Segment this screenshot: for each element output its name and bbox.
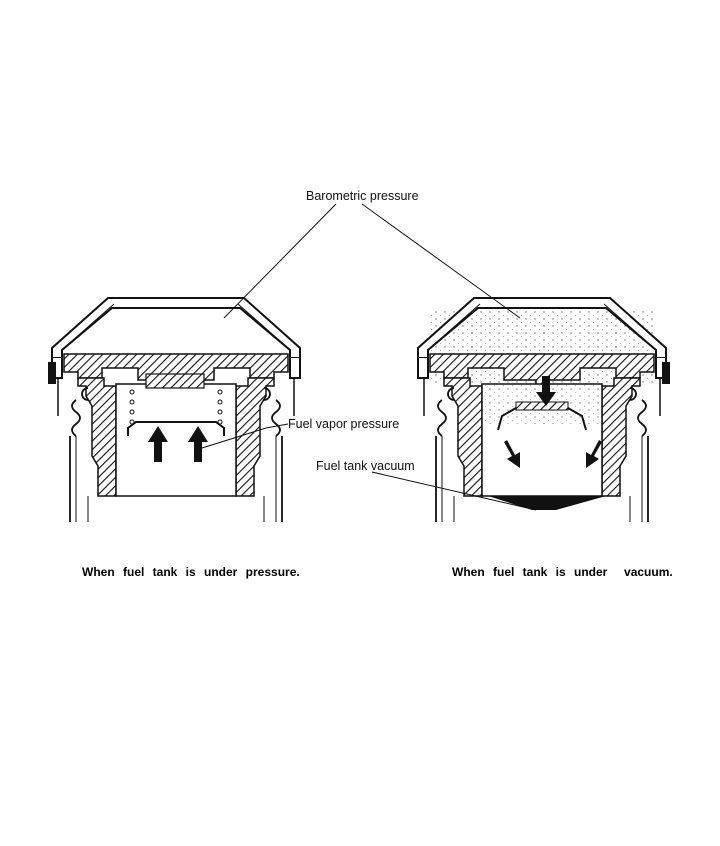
leader-lines xyxy=(201,203,537,511)
up-arrow-icon xyxy=(188,426,208,462)
barometric-pressure-label: Barometric pressure xyxy=(306,189,419,203)
fuel-tank-vacuum-label: Fuel tank vacuum xyxy=(316,459,415,473)
fuel-vapor-pressure-label: Fuel vapor pressure xyxy=(288,417,400,431)
diagonal-arrow-icon xyxy=(504,440,520,468)
diagonal-arrow-icon xyxy=(586,440,602,468)
pressure-valve-plate xyxy=(127,421,225,436)
pressure-cap-assembly xyxy=(48,297,301,523)
pressure-caption: When fuel tank is under pressure. xyxy=(82,565,300,579)
valve-springs xyxy=(129,389,223,425)
cap-latch-left xyxy=(48,362,56,384)
vacuum-caption: When fuel tank is under vacuum. xyxy=(452,565,673,579)
cap-latch-right xyxy=(662,362,670,384)
vacuum-cap-assembly xyxy=(417,297,670,523)
up-arrow-icon xyxy=(148,426,168,462)
down-arrow-icon xyxy=(536,376,556,406)
vacuum-arrow-icon xyxy=(488,496,606,510)
